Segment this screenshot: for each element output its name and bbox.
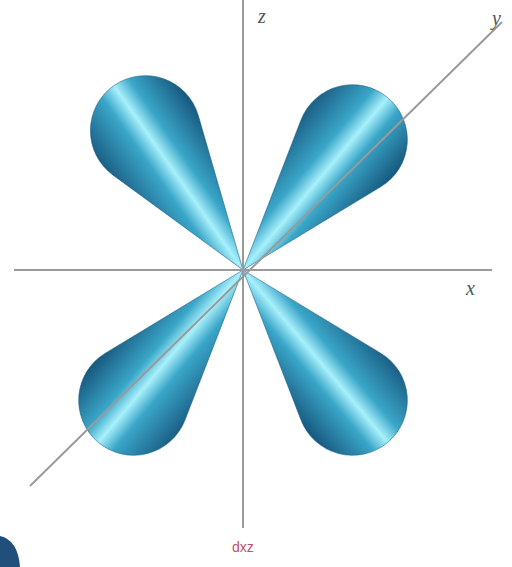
axis-label: y xyxy=(492,8,501,28)
orbital-lobe xyxy=(201,62,430,305)
orbital-lobe xyxy=(201,235,430,478)
y-axis xyxy=(30,22,502,486)
x-axis xyxy=(14,269,492,271)
corner-shape xyxy=(0,536,20,567)
orbital-name: dxz xyxy=(232,540,254,554)
orbital-lobe xyxy=(56,235,285,478)
z-axis xyxy=(242,0,244,528)
axis-label: z xyxy=(258,6,266,26)
axis-label: x xyxy=(466,278,475,298)
